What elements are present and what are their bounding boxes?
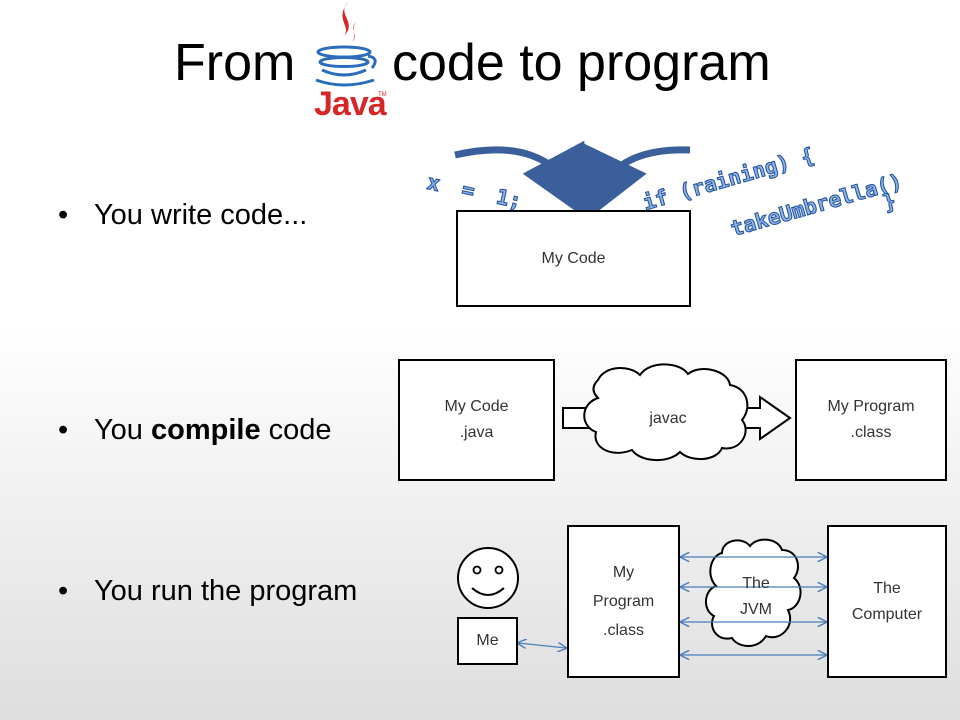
program-line2: Program bbox=[592, 593, 655, 610]
bullet-text-suffix: code bbox=[260, 414, 332, 446]
computer-box: The Computer bbox=[827, 525, 947, 678]
java-cup-icon bbox=[315, 2, 377, 87]
source-file-ext: .java bbox=[459, 424, 494, 441]
bullet-dot: • bbox=[58, 575, 69, 607]
class-file-ext: .class bbox=[850, 424, 892, 441]
bullet-dot: • bbox=[58, 414, 69, 446]
bullet-text-bold: compile bbox=[151, 414, 261, 446]
javac-label: javac bbox=[649, 410, 687, 427]
my-code-box: My Code bbox=[456, 210, 691, 307]
source-file-box: My Code .java bbox=[398, 359, 555, 481]
jvm-line1: The bbox=[742, 575, 770, 592]
smiley-icon bbox=[457, 547, 519, 609]
class-file-name: My Program bbox=[827, 398, 915, 415]
program-box: My Program .class bbox=[567, 525, 680, 678]
bullet-text: You write code... bbox=[94, 199, 308, 231]
computer-line1: The bbox=[873, 579, 901, 597]
bullet-dot: • bbox=[58, 199, 69, 231]
me-box: Me bbox=[457, 617, 518, 665]
program-line1: My bbox=[612, 564, 635, 581]
jvm-line2: JVM bbox=[740, 601, 772, 618]
title-part2: code to program bbox=[392, 34, 771, 92]
connector-me-program bbox=[518, 643, 566, 648]
me-label: Me bbox=[476, 632, 499, 649]
java-logo-text: Java bbox=[314, 85, 387, 123]
title-part1: From bbox=[174, 34, 296, 92]
bullet-text-prefix: You bbox=[94, 414, 151, 446]
code-snippet-assign: x = 1; bbox=[425, 169, 525, 214]
slide-title: From code to program bbox=[0, 28, 960, 108]
program-line3: .class bbox=[603, 622, 644, 639]
my-code-label: My Code bbox=[541, 249, 606, 267]
jvm-label: The JVM bbox=[716, 571, 796, 623]
computer-line2: Computer bbox=[851, 605, 923, 623]
java-logo-tm: TM bbox=[378, 92, 387, 98]
class-file-box: My Program .class bbox=[795, 359, 947, 481]
java-logo-icon: Java TM bbox=[300, 0, 390, 125]
bullet-text: You run the program bbox=[94, 575, 358, 607]
source-file-name: My Code bbox=[444, 398, 509, 415]
